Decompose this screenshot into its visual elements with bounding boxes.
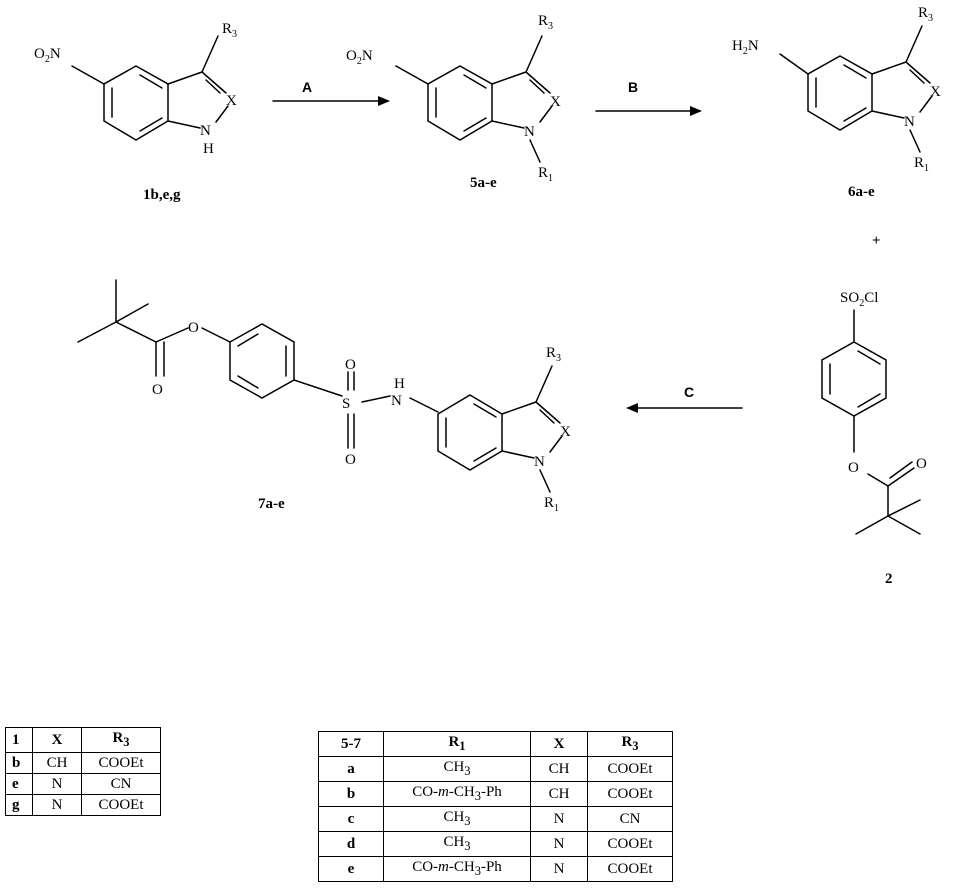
table-row: d CH3 N COOEt [318, 831, 673, 857]
r3-label-7: R3 [546, 345, 561, 364]
nitro-label-1: O2N [34, 46, 61, 65]
compound-label-5: 5a-e [470, 175, 497, 191]
sulfonyl-chloride-label: SO2Cl [840, 290, 878, 309]
carbonyl-o-label-7: O [152, 382, 163, 398]
table-header-row: 5-7 R1 X R3 [318, 731, 673, 757]
reaction-label-b: B [628, 79, 638, 95]
table-cell: CH3 [383, 756, 531, 782]
table-header: R3 [81, 727, 161, 753]
compound-label-6: 6a-e [848, 184, 875, 200]
n-label-5: N [524, 124, 535, 140]
n-label-6: N [904, 114, 915, 130]
x-label-7: X [560, 424, 571, 440]
table-cell: a [318, 756, 384, 782]
sulfonyl-o-top-label: O [345, 357, 356, 373]
table-header: R3 [587, 731, 673, 757]
r1-label-5: R1 [538, 165, 553, 184]
table-cell: CH [32, 752, 82, 774]
table-cell: N [32, 794, 82, 816]
table-cell: CH3 [383, 831, 531, 857]
table-row: g N COOEt [5, 794, 161, 816]
table-cell: N [32, 773, 82, 795]
table-cell: e [318, 856, 384, 882]
x-label-6: X [930, 84, 941, 100]
table-cell: b [318, 781, 384, 807]
table-row: b CH COOEt [5, 752, 161, 774]
compound-1-structure [71, 35, 229, 141]
table-cell: c [318, 806, 384, 832]
carbonyl-o-label-2: O [916, 456, 927, 472]
table-header: X [32, 727, 82, 753]
table-cell: CN [587, 806, 673, 832]
reaction-label-c: C [684, 384, 694, 400]
table-cell: COOEt [587, 831, 673, 857]
substituent-table-5-7: 5-7 R1 X R3 a CH3 CH COOEt b CO-m-CH3-Ph… [318, 731, 673, 882]
r1-label-6: R1 [914, 155, 929, 174]
x-label-1: X [226, 93, 237, 109]
sulfonyl-o-bottom-label: O [345, 452, 356, 468]
x-label-5: X [550, 94, 561, 110]
sulfur-label: S [342, 396, 350, 412]
compound-label-7: 7a-e [258, 496, 285, 512]
table-cell: N [530, 831, 588, 857]
table-row: a CH3 CH COOEt [318, 756, 673, 782]
compound-label-2: 2 [885, 571, 893, 587]
table-header: 1 [5, 727, 33, 753]
table-header: X [530, 731, 588, 757]
table-cell: COOEt [587, 756, 673, 782]
table-cell: COOEt [587, 856, 673, 882]
nh-n-label: N [391, 393, 402, 409]
ester-o-label-2: O [848, 460, 859, 476]
h-label-1: H [203, 141, 214, 157]
r3-label-1: R3 [222, 21, 237, 40]
arrow-c-head [626, 403, 638, 413]
table-header: 5-7 [318, 731, 384, 757]
table-cell: COOEt [81, 794, 161, 816]
arrow-a-head [378, 96, 390, 106]
nitro-label-5: O2N [346, 48, 373, 67]
table-cell: COOEt [81, 752, 161, 774]
table-cell: CO-m-CH3-Ph [383, 781, 531, 807]
table-cell: CH [530, 756, 588, 782]
table-header-row: 1 X R3 [5, 727, 161, 753]
n-label-1: N [200, 123, 211, 139]
substituent-table-1: 1 X R3 b CH COOEt e N CN g N COOEt [5, 727, 161, 816]
table-cell: b [5, 752, 33, 774]
plus-sign: + [872, 233, 881, 249]
table-cell: CH [530, 781, 588, 807]
table-row: e N CN [5, 773, 161, 795]
table-cell: N [530, 856, 588, 882]
r3-label-6: R3 [918, 5, 933, 24]
table-cell: CH3 [383, 806, 531, 832]
table-row: b CO-m-CH3-Ph CH COOEt [318, 781, 673, 807]
compound-6-structure [779, 25, 933, 153]
arrow-b-head [690, 106, 702, 116]
table-row: e CO-m-CH3-Ph N COOEt [318, 856, 673, 882]
table-header: R1 [383, 731, 531, 757]
compound-2-structure [821, 309, 921, 535]
amino-label-6: H2N [732, 38, 759, 57]
table-cell: d [318, 831, 384, 857]
table-cell: CO-m-CH3-Ph [383, 856, 531, 882]
table-cell: g [5, 794, 33, 816]
ester-o-label-7: O [188, 320, 199, 336]
n-label-7: N [534, 454, 545, 470]
table-cell: CN [81, 773, 161, 795]
table-row: c CH3 N CN [318, 806, 673, 832]
compound-7-structure [77, 279, 563, 493]
r1-label-7: R1 [544, 495, 559, 514]
compound-label-1: 1b,e,g [143, 187, 181, 203]
nh-h-label: H [394, 376, 405, 392]
table-cell: e [5, 773, 33, 795]
r3-label-5: R3 [538, 13, 553, 32]
table-cell: N [530, 806, 588, 832]
reaction-label-a: A [302, 79, 312, 95]
table-cell: COOEt [587, 781, 673, 807]
compound-5-structure [395, 35, 553, 163]
